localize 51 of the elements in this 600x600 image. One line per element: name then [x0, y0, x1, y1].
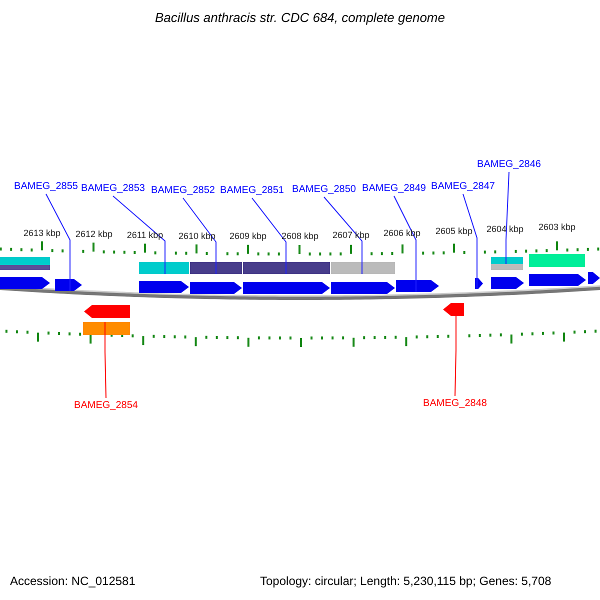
leader-line — [394, 196, 416, 292]
feature-bar — [83, 322, 130, 335]
feature-bar — [190, 262, 242, 274]
genome-info-text: Topology: circular; Length: 5,230,115 bp; Genes: 5,708 — [260, 575, 552, 588]
leader-line — [104, 322, 106, 398]
gene-label: BAMEG_2847 — [431, 180, 495, 193]
gene-feature — [84, 305, 130, 318]
gene-feature — [139, 281, 189, 293]
feature-bar — [331, 262, 395, 274]
leader-line — [46, 194, 70, 292]
feature-bar — [491, 264, 523, 270]
gene-label: BAMEG_2848 — [423, 397, 487, 410]
tick-label: 2612 kbp — [75, 228, 113, 241]
accession-text: Accession: NC_012581 — [10, 575, 136, 588]
gene-label: BAMEG_2854 — [74, 399, 138, 412]
tick-label: 2609 kbp — [229, 230, 267, 243]
title: Bacillus anthracis str. CDC 684, complete genome — [154, 11, 446, 24]
feature-bar — [0, 257, 50, 265]
gene-feature — [190, 282, 242, 294]
leader-line — [182, 198, 216, 274]
gene-feature — [243, 282, 330, 294]
gene-feature — [529, 274, 586, 286]
gene-feature — [588, 272, 600, 284]
gene-feature — [55, 279, 82, 291]
gene-label: BAMEG_2849 — [362, 182, 426, 195]
leader-line — [112, 196, 166, 274]
gene-feature — [443, 303, 464, 316]
gene-label: BAMEG_2851 — [220, 184, 284, 197]
gene-feature — [0, 277, 50, 289]
feature-bar — [0, 265, 50, 270]
tick-label: 2605 kbp — [435, 225, 473, 238]
tick-label: 2608 kbp — [281, 230, 319, 243]
gene-label: BAMEG_2846 — [477, 158, 541, 171]
feature-bar — [139, 262, 189, 274]
gene-feature — [396, 280, 439, 292]
gene-feature — [491, 277, 524, 289]
leader-line — [252, 198, 286, 274]
gene-label: BAMEG_2853 — [81, 182, 145, 195]
tick-label: 2603 kbp — [538, 221, 576, 234]
tick-label: 2613 kbp — [23, 227, 61, 240]
gene-feature — [475, 278, 483, 289]
feature-bar — [529, 254, 585, 267]
leader-line — [506, 172, 510, 264]
gene-label: BAMEG_2850 — [292, 183, 356, 196]
gene-label: BAMEG_2852 — [151, 184, 215, 197]
feature-bar — [243, 262, 330, 274]
gene-feature — [331, 282, 395, 294]
leader-line — [462, 194, 478, 290]
leader-line — [324, 196, 362, 274]
feature-bar — [491, 257, 523, 264]
gene-label: BAMEG_2855 — [14, 180, 78, 193]
